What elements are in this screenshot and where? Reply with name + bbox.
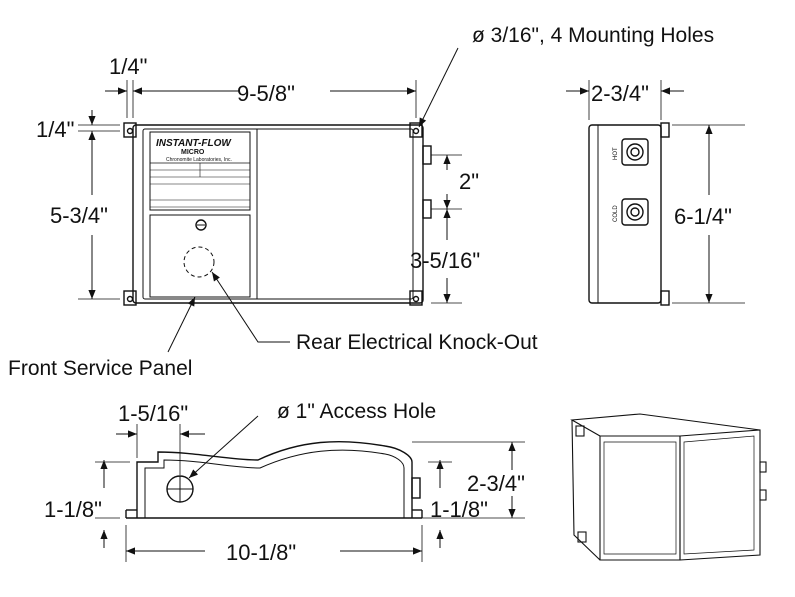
dim-width: 9-5/8" — [237, 81, 295, 106]
dim-fitting-height: 3-5/16" — [410, 248, 480, 273]
side-dim-depth: 2-3/4" — [591, 81, 649, 106]
side-dim-height: 6-1/4" — [674, 204, 732, 229]
bottom-dim-length: 10-1/8" — [226, 540, 296, 565]
mounting-holes-label: ø 3/16", 4 Mounting Holes — [472, 24, 714, 47]
front-enclosure — [132, 124, 424, 304]
service-panel-label: Front Service Panel — [8, 357, 192, 380]
cold-fitting-icon — [626, 203, 644, 221]
bottom-dim-hole-offset: 1-5/16" — [118, 401, 188, 426]
side-enclosure — [588, 124, 662, 304]
dim-height: 5-3/4" — [50, 203, 108, 228]
front-view — [78, 47, 462, 353]
side-view — [566, 80, 745, 306]
nameplate-company: Chronomite Laboratories, Inc. — [166, 157, 232, 163]
bottom-dim-left-flange: 1-1/8" — [44, 497, 102, 522]
hot-label: HOT — [613, 147, 619, 160]
front-service-panel — [149, 214, 251, 298]
isometric-view — [570, 413, 767, 561]
hot-fitting-icon — [626, 143, 644, 161]
dim-fitting-spacing: 2" — [459, 169, 479, 194]
dim-top-offset: 1/4" — [109, 54, 147, 79]
bottom-view — [95, 415, 525, 562]
nameplate — [149, 131, 251, 211]
cold-label: COLD — [613, 205, 619, 222]
bottom-dim-right-flange: 1-1/8" — [430, 497, 488, 522]
bottom-profile — [136, 440, 413, 518]
nameplate-brand: INSTANT-FLOW — [156, 138, 232, 149]
access-hole-label: ø 1" Access Hole — [277, 400, 436, 423]
knockout-icon — [183, 246, 215, 278]
nameplate-model: MICRO — [181, 149, 205, 156]
knockout-label: Rear Electrical Knock-Out — [296, 331, 538, 354]
bottom-dim-height: 2-3/4" — [467, 471, 525, 496]
screw-icon — [195, 219, 207, 231]
mounting-tab-icon — [123, 122, 423, 306]
dim-left-offset: 1/4" — [36, 117, 74, 142]
